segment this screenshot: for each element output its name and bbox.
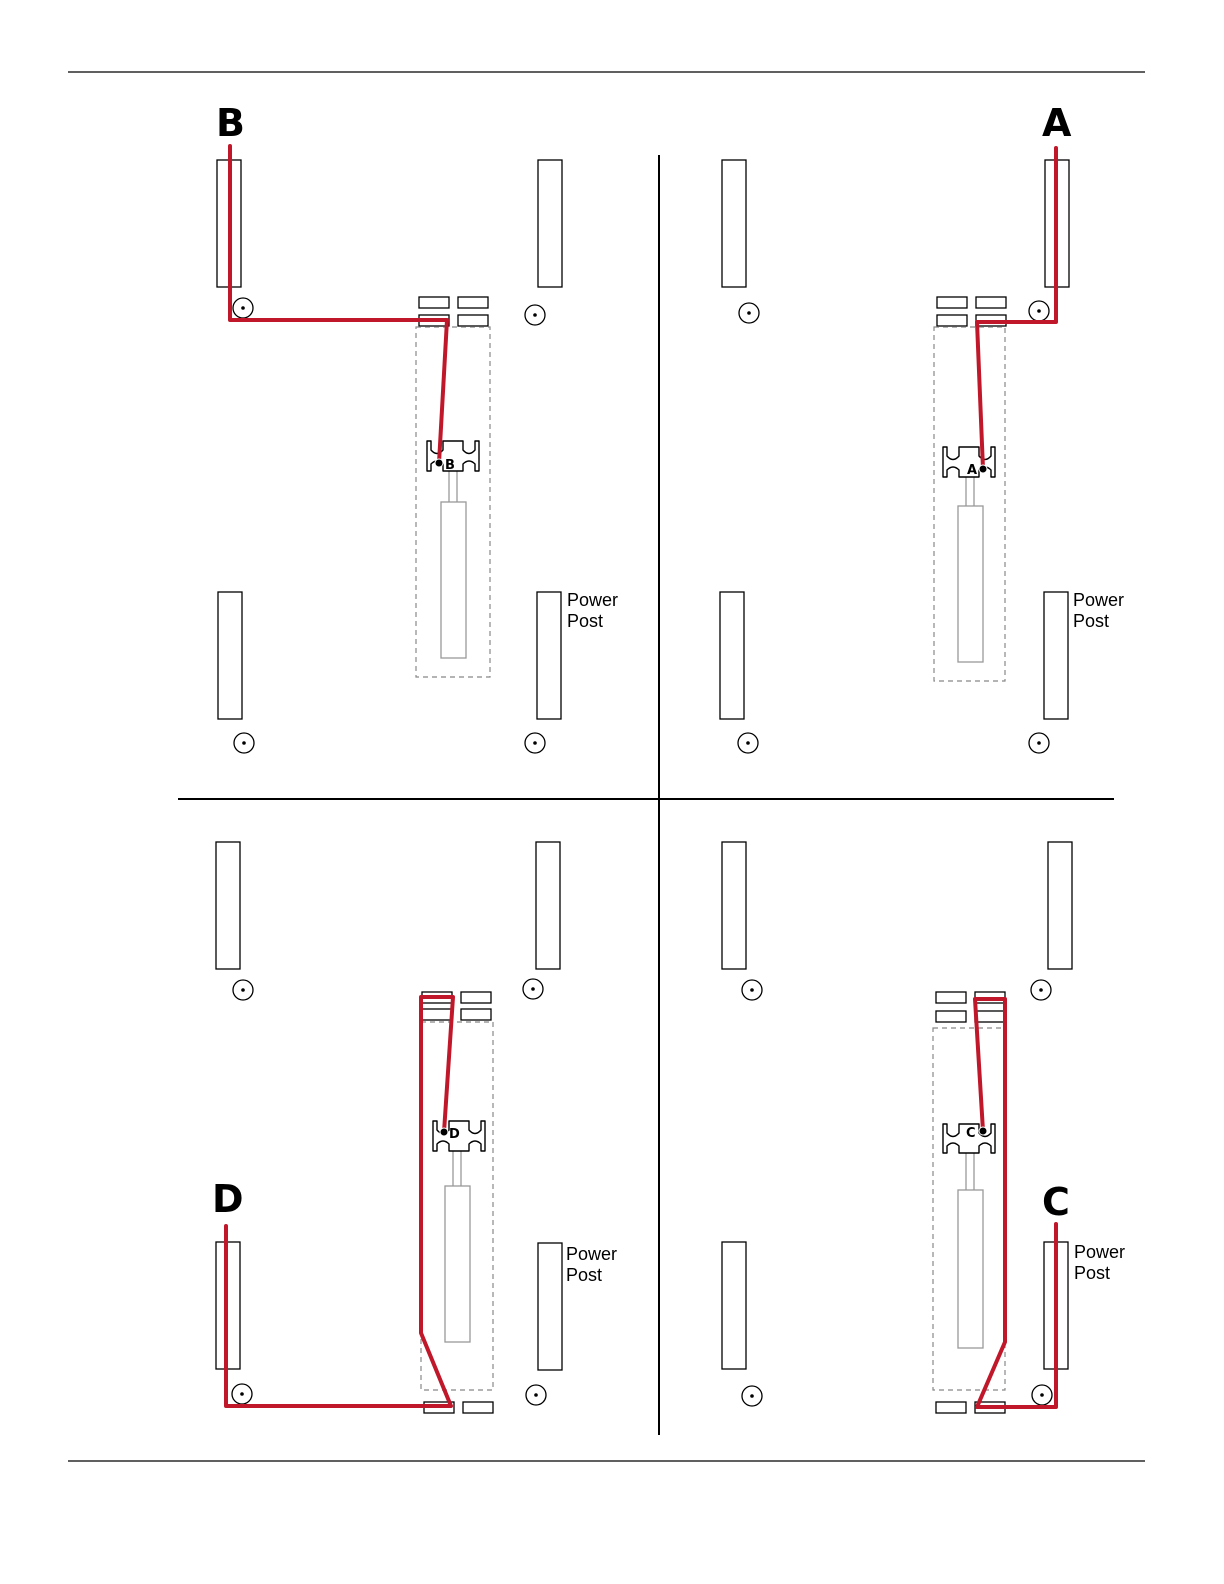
clip-connector-dot [435,459,443,467]
mount-hole [525,733,545,753]
mount-hole [742,980,762,1000]
cable-route [230,146,447,463]
connector-slot [463,1402,493,1413]
connector-slot [419,297,449,308]
power-post-label-line2: Post [567,611,603,631]
mount-hole [523,979,543,999]
post-top-right [536,842,560,969]
connector-slot [936,992,966,1003]
connector-slot [976,297,1006,308]
power-post-label-line1: Power [1074,1242,1125,1262]
power-post-label-line2: Post [566,1265,602,1285]
mount-hole [232,1384,252,1404]
quadrant-label: D [212,1177,244,1221]
power-post [537,592,561,719]
clip-label: D [449,1127,460,1142]
power-post-label-line1: Power [1073,590,1124,610]
module-bar [958,506,983,662]
mount-hole [1031,980,1051,1000]
power-post-label-line1: Power [566,1244,617,1264]
power-post [1044,592,1068,719]
connector-slot [458,297,488,308]
mount-hole [739,303,759,323]
connector-slot [461,992,491,1003]
power-post [538,1243,562,1370]
quadrant-label: C [1042,1180,1070,1224]
module-bar [441,502,466,658]
mount-hole [525,305,545,325]
post-bottom-left [722,1242,746,1369]
connector-slot [937,297,967,308]
quadrant-a: A A Power Post [720,101,1124,753]
clip-connector-dot [979,1127,987,1135]
clip-label: B [445,458,455,473]
mount-hole [742,1386,762,1406]
post-top-left [722,842,746,969]
quadrant-label: B [216,101,245,145]
mount-hole [1032,1385,1052,1405]
post-top-right [538,160,562,287]
connector-slot [458,315,488,326]
connector-slot [975,1011,1005,1022]
mount-hole [234,733,254,753]
cable-route [226,997,453,1406]
clip-label: C [966,1126,976,1141]
mount-hole [738,733,758,753]
clip-connector-dot [979,465,987,473]
connector-slot [936,1011,966,1022]
post-bottom-left [720,592,744,719]
quadrant-label: A [1042,101,1072,145]
clip-connector-dot [440,1128,448,1136]
mount-hole [1029,733,1049,753]
post-top-left [722,160,746,287]
module-bar [958,1190,983,1348]
connector-slot [461,1009,491,1020]
mount-hole [233,298,253,318]
mount-hole [1029,301,1049,321]
connector-slot [936,1402,966,1413]
power-post-label-line1: Power [567,590,618,610]
clip-label: A [967,463,977,478]
module-bar [445,1186,470,1342]
connector-slot [937,315,967,326]
power-post-label-line2: Post [1074,1263,1110,1283]
connector-slot [422,1009,452,1020]
power-post-label-line2: Post [1073,611,1109,631]
mount-hole [233,980,253,1000]
post-top-right [1048,842,1072,969]
post-bottom-left [218,592,242,719]
post-top-left [216,842,240,969]
quadrant-d: D D Power Post [212,842,617,1413]
quadrant-b: B B Power Post [216,101,618,753]
mount-hole [526,1385,546,1405]
quadrant-c: C C Power Post [722,842,1125,1413]
